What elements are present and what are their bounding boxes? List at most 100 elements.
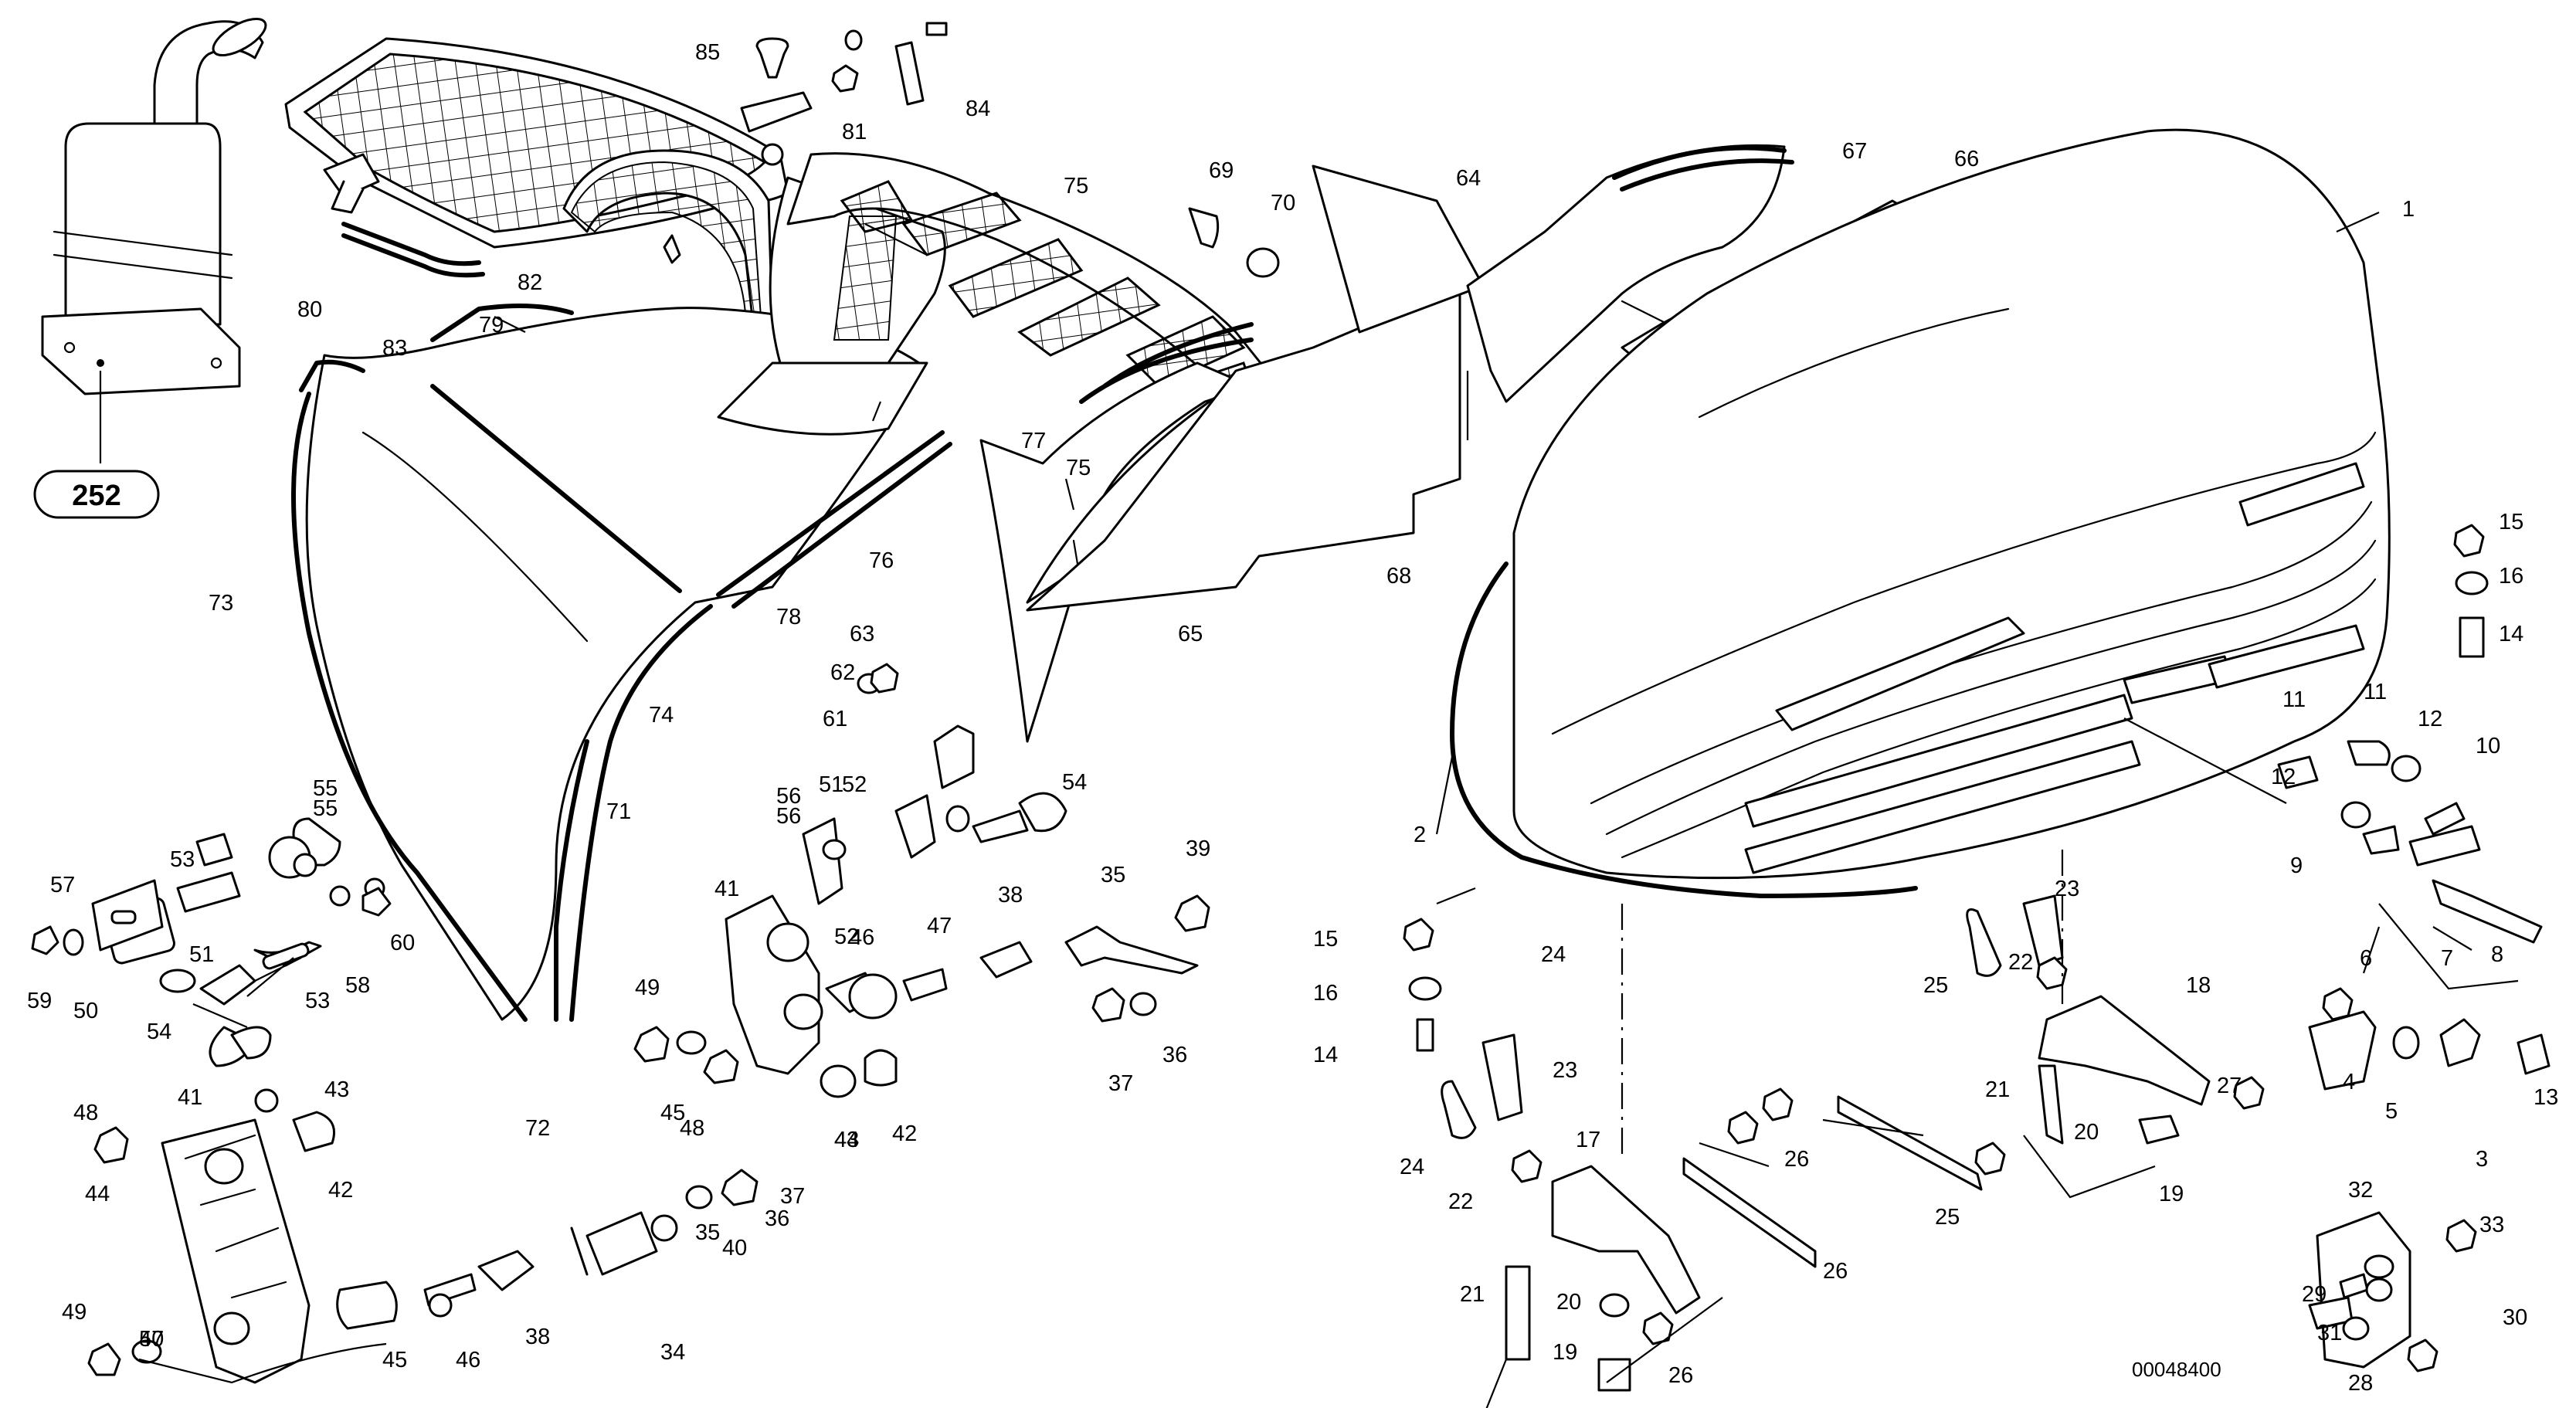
callout: 30 [2503, 1305, 2527, 1330]
callout: 48 [680, 1116, 704, 1141]
callout: 37 [1108, 1071, 1133, 1096]
callout: 77 [1021, 429, 1046, 453]
callout: 18 [2186, 973, 2211, 998]
callout: 53 [170, 847, 195, 872]
callout: 36 [765, 1206, 789, 1231]
callout: 38 [525, 1325, 550, 1349]
callout: 20 [1556, 1290, 1581, 1315]
callout: 10 [2476, 734, 2500, 758]
reference-badge-label: 252 [72, 480, 120, 512]
callout: 52 [834, 925, 859, 949]
callout: 54 [1062, 770, 1087, 795]
callout: 75 [1066, 456, 1091, 480]
callout: 19 [1553, 1340, 1577, 1365]
callout: 31 [2317, 1321, 2342, 1345]
engine-hood [1450, 128, 2391, 898]
callout: 26 [1823, 1259, 1848, 1284]
callout: 73 [209, 591, 233, 616]
reference-badge: 252 [33, 470, 160, 519]
callout: 28 [2348, 1371, 2373, 1396]
callout: 56 [776, 784, 801, 809]
rear-grille [284, 37, 789, 326]
callout: 40 [722, 1236, 747, 1260]
top-hardware [740, 22, 1280, 278]
callout: 43 [324, 1077, 349, 1102]
callout: 45 [660, 1101, 685, 1125]
callout: 56 [776, 804, 801, 829]
callout: 41 [714, 877, 739, 901]
callout: 63 [850, 622, 874, 646]
callout: 46 [850, 925, 874, 950]
callout: 84 [966, 97, 990, 121]
callout: 50 [139, 1327, 164, 1352]
callout: 21 [1985, 1077, 2010, 1102]
left-hardware [31, 663, 1210, 1384]
right-hardware [1403, 524, 2551, 1392]
callout: 3 [2476, 1147, 2488, 1172]
callout: 71 [606, 799, 631, 824]
callout: 65 [1178, 622, 1203, 646]
side-panel [291, 176, 952, 1022]
callout: 60 [390, 931, 415, 955]
callout: 4 [2343, 1070, 2355, 1094]
callout: 74 [649, 703, 674, 728]
callout: 72 [525, 1116, 550, 1141]
callout: 37 [780, 1184, 805, 1209]
callout: 44 [834, 1128, 859, 1152]
callout: 55 [313, 776, 338, 801]
callout: 29 [2302, 1282, 2327, 1307]
callout: 15 [2499, 510, 2523, 534]
callout: 70 [1271, 191, 1295, 215]
callout: 39 [1186, 836, 1210, 861]
callout: 75 [1064, 174, 1088, 198]
callout: 64 [1456, 166, 1481, 191]
callout: 54 [147, 1020, 171, 1044]
callout: 6 [2360, 946, 2372, 971]
callout: 13 [2534, 1085, 2558, 1110]
callout: 23 [2055, 877, 2079, 901]
callout: 12 [2271, 765, 2296, 789]
callout: 26 [1668, 1363, 1693, 1388]
callout: 16 [2499, 564, 2523, 589]
callout: 25 [1935, 1205, 1960, 1230]
callout: 11 [2364, 680, 2387, 704]
callout: 1 [2402, 197, 2415, 222]
callout: 38 [998, 883, 1023, 908]
callout: 53 [305, 989, 330, 1013]
callout: 27 [2217, 1074, 2242, 1098]
callout: 67 [1842, 139, 1867, 164]
callout: 34 [660, 1340, 685, 1365]
callout: 44 [85, 1182, 110, 1206]
callout: 69 [1209, 158, 1234, 183]
callout: 49 [635, 975, 660, 1000]
callout: 43 [834, 1128, 859, 1152]
callout: 11 [2282, 687, 2306, 712]
callout: 50 [73, 999, 98, 1023]
callout: 76 [869, 548, 894, 573]
callout: 78 [776, 605, 801, 629]
callout: 24 [1400, 1155, 1424, 1179]
callout: 7 [2441, 946, 2453, 971]
callout: 12 [2418, 707, 2442, 731]
callout: 51 [819, 772, 843, 797]
callout: 81 [842, 120, 867, 144]
callout: 79 [479, 313, 504, 338]
callout: 83 [382, 336, 407, 361]
callout: 80 [297, 297, 322, 322]
callout: 59 [27, 989, 52, 1013]
callout: 24 [1541, 942, 1566, 967]
callout: 17 [1576, 1128, 1600, 1152]
callout: 62 [830, 660, 855, 685]
callout: 23 [1553, 1058, 1577, 1083]
callout: 14 [2499, 622, 2523, 646]
callout: 49 [62, 1300, 87, 1325]
callout: 5 [2385, 1099, 2398, 1124]
exhaust-muffler [41, 17, 267, 463]
callout: 55 [313, 796, 338, 821]
callout: 42 [892, 1121, 917, 1146]
callout: 16 [1313, 981, 1338, 1006]
callout: 42 [328, 1178, 353, 1203]
callout: 45 [382, 1348, 407, 1372]
callout: 8 [2491, 942, 2503, 967]
